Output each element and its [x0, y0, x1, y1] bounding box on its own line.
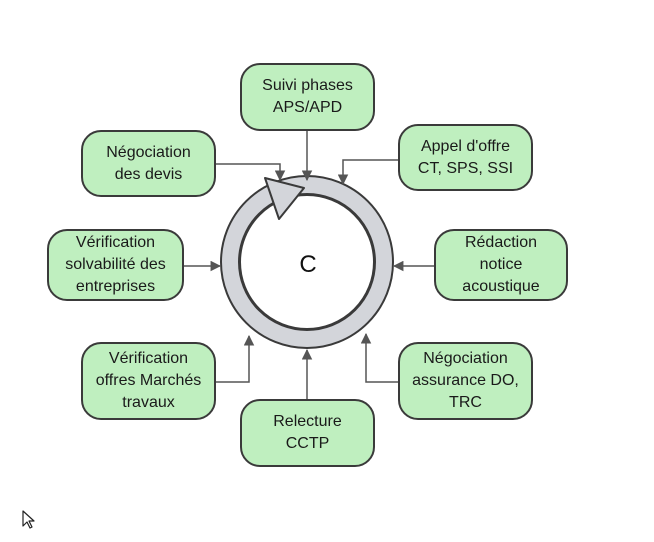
connector-top-right	[337, 159, 398, 186]
node-verification-solvabilite: Vérification solvabilité des entreprises	[47, 229, 184, 301]
cycle-ring-fill	[222, 177, 392, 347]
node-suivi-phases: Suivi phases APS/APD	[240, 63, 375, 131]
center-label: C	[299, 251, 317, 278]
connector-top-left	[216, 163, 286, 182]
connector-bottom-right	[360, 332, 398, 383]
node-verification-offres: Vérification offres Marchés travaux	[81, 342, 216, 420]
node-redaction-notice: Rédaction notice acoustique	[434, 229, 568, 301]
node-negociation-devis: Négociation des devis	[81, 130, 216, 197]
node-relecture-cctp: Relecture CCTP	[240, 399, 375, 467]
node-appel-offre: Appel d'offre CT, SPS, SSI	[398, 124, 533, 191]
mouse-cursor-icon	[22, 510, 35, 529]
connector-bottom-left	[216, 334, 255, 383]
node-negociation-assurance: Négociation assurance DO, TRC	[398, 342, 533, 420]
cycle-center	[239, 194, 375, 330]
cycle-arrowhead	[264, 177, 305, 220]
